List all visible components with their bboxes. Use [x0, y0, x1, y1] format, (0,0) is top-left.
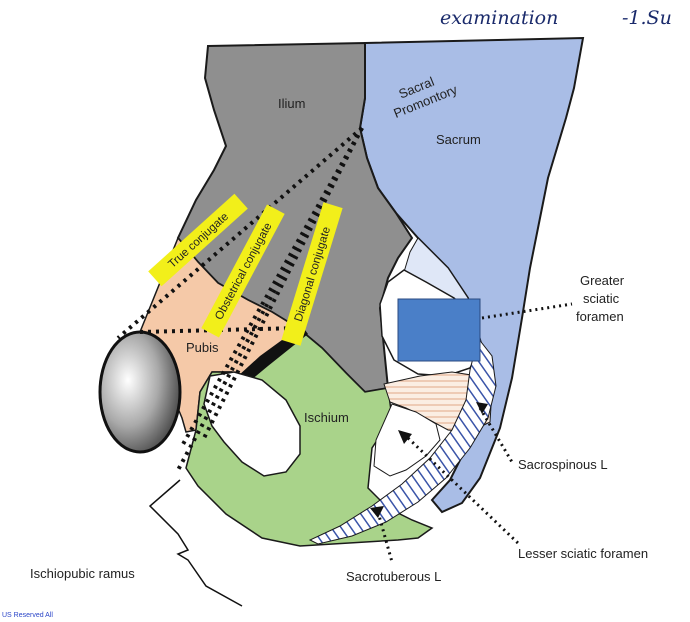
handwriting-line1: examination — [440, 7, 558, 29]
ischium-label: Ischium — [304, 410, 349, 425]
ilium-label: Ilium — [278, 96, 305, 111]
pubis-label: Pubis — [186, 340, 219, 355]
greater-sciatic-label-1: Greater — [580, 273, 625, 288]
greater-sciatic-label-3: foramen — [576, 309, 624, 324]
ischiopubic-label: Ischiopubic ramus — [30, 566, 135, 581]
handwriting-line1b: -1.Su — [622, 7, 672, 29]
blue-marker-box — [397, 298, 481, 362]
footer-note: US Reserved All — [2, 612, 53, 619]
lesser-sciatic-arrowhead — [398, 430, 412, 444]
sacrospinous-pointer — [478, 407, 514, 463]
ischiopubic-bracket — [148, 479, 243, 607]
lesser-sciatic-label: Lesser sciatic foramen — [518, 546, 648, 561]
sacrospinous-arrowhead — [476, 402, 488, 414]
sacrum-label: Sacrum — [436, 132, 481, 147]
sacrotuberous-pointer — [376, 511, 394, 563]
pubic-symphysis — [98, 330, 182, 454]
sacrotuberous-label: Sacrotuberous L — [346, 569, 441, 584]
sacrotuberous-arrowhead — [370, 506, 384, 518]
lesser-sciatic-pointer — [406, 436, 522, 547]
sacrospinous-label: Sacrospinous L — [518, 457, 608, 472]
obturator-foramen — [203, 371, 301, 477]
greater-sciatic-label-2: sciatic — [583, 291, 620, 306]
